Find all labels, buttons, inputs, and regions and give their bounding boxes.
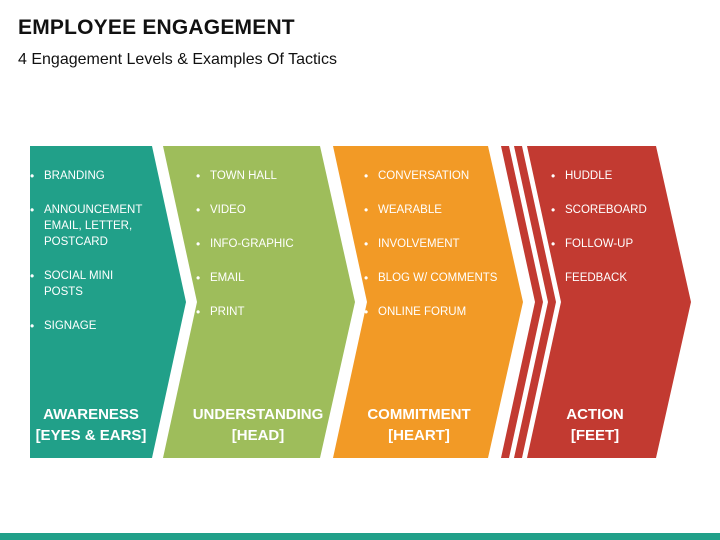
list-item: EMAIL: [196, 270, 320, 286]
stage-name: COMMITMENT: [367, 406, 471, 423]
stage-name: AWARENESS: [43, 406, 139, 423]
understanding-chevron: [163, 146, 355, 458]
list-item: BRANDING: [30, 168, 148, 184]
list-item: SCOREBOARD: [551, 202, 661, 218]
understanding-tactics-list: TOWN HALL VIDEO INFO-GRAPHIC EMAIL PRINT: [196, 168, 320, 338]
stage-focus: [HEAD]: [231, 427, 285, 444]
stage-name: ACTION: [566, 406, 624, 423]
list-item: BLOG W/ COMMENTS: [364, 270, 504, 286]
list-item: FOLLOW-UP: [551, 236, 661, 252]
stage-focus: [FEET]: [570, 427, 620, 444]
action-label: ACTION [FEET]: [540, 404, 650, 446]
page-title: EMPLOYEE ENGAGEMENT: [18, 16, 295, 39]
action-stripe-1: [501, 146, 543, 458]
stage-name: UNDERSTANDING: [192, 406, 324, 423]
list-item: CONVERSATION: [364, 168, 504, 184]
list-item: WEARABLE: [364, 202, 504, 218]
list-item: PRINT: [196, 304, 320, 320]
commitment-tactics-list: CONVERSATION WEARABLE INVOLVEMENT BLOG W…: [364, 168, 504, 338]
understanding-label: UNDERSTANDING [HEAD]: [185, 404, 331, 446]
action-tactics-list: HUDDLE SCOREBOARD FOLLOW-UP FEEDBACK: [551, 168, 661, 304]
list-item: HUDDLE: [551, 168, 661, 184]
bottom-accent-bar: [0, 533, 720, 540]
page-subtitle: 4 Engagement Levels & Examples Of Tactic…: [18, 51, 337, 68]
list-item: INVOLVEMENT: [364, 236, 504, 252]
list-item: INFO-GRAPHIC: [196, 236, 320, 252]
commitment-label: COMMITMENT [HEART]: [352, 404, 486, 446]
stage-focus: [EYES & EARS]: [35, 427, 147, 444]
list-item: FEEDBACK: [551, 270, 661, 286]
commitment-chevron: [333, 146, 523, 458]
action-chevron: [527, 146, 691, 458]
list-item: VIDEO: [196, 202, 320, 218]
stage-focus: [HEART]: [388, 427, 450, 444]
list-item: ANNOUNCEMENT EMAIL, LETTER, POSTCARD: [30, 202, 148, 250]
list-item: SOCIAL MINI POSTS: [30, 268, 148, 300]
awareness-tactics-list: BRANDING ANNOUNCEMENT EMAIL, LETTER, POS…: [30, 168, 148, 352]
list-item: ONLINE FORUM: [364, 304, 504, 320]
list-item: SIGNAGE: [30, 318, 148, 334]
list-item: TOWN HALL: [196, 168, 320, 184]
action-stripe-2: [514, 146, 556, 458]
awareness-label: AWARENESS [EYES & EARS]: [30, 404, 152, 446]
